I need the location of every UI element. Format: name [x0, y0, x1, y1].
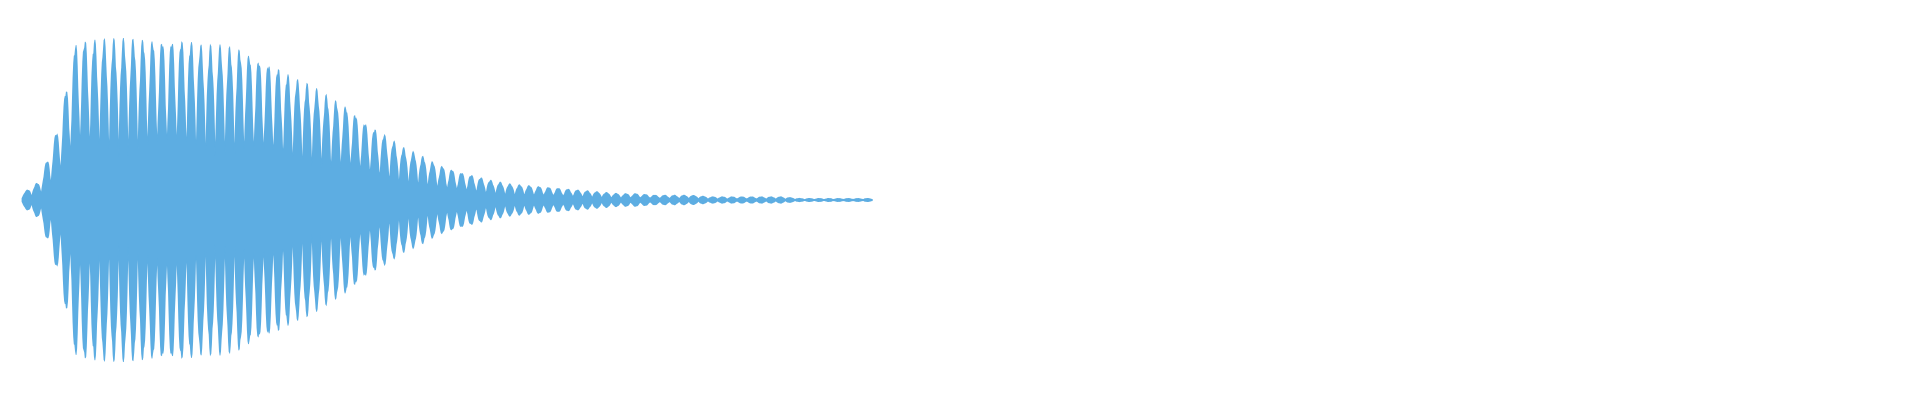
waveform-shape	[21, 38, 873, 362]
